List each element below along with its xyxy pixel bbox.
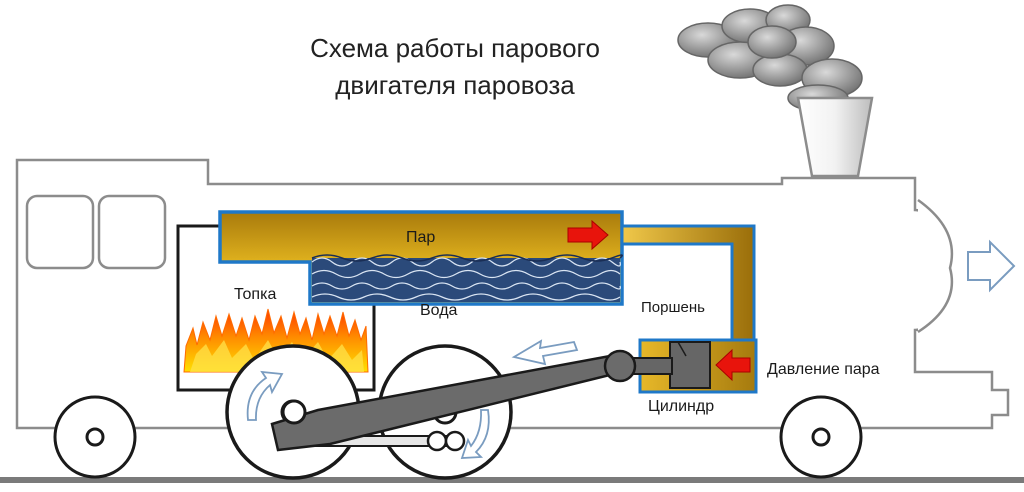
title-line-1: Схема работы парового [310, 33, 600, 63]
piston-pointer [677, 341, 687, 357]
water-surface [311, 254, 623, 262]
label-firebox: Топка [234, 286, 277, 303]
crank-pin [281, 399, 307, 425]
rear-wheel [779, 395, 863, 479]
crank-pin [426, 430, 448, 452]
water-waves [311, 257, 621, 301]
label-cylinder: Цилиндр [648, 398, 715, 415]
label-steam-pressure: Давление пара [767, 361, 880, 378]
front-wheel [53, 395, 137, 479]
diagram-title: Схема работы парового двигателя паровоза [270, 30, 640, 104]
pressure-arrow-icon [715, 348, 751, 382]
smokebox-door [917, 198, 954, 334]
boiler-water [312, 258, 620, 302]
steam-flow-arrow-icon [567, 219, 609, 251]
smoke-cloud-icon [677, 4, 863, 112]
crosshead [603, 349, 637, 383]
crank-pin [444, 430, 466, 452]
rotation-arrow-icon [460, 409, 490, 459]
label-water: Вода [420, 302, 458, 319]
piston [669, 341, 711, 389]
rail [0, 477, 1024, 483]
label-steam: Пар [406, 229, 436, 246]
motion-arrow-icon [511, 339, 579, 366]
label-piston: Поршень [641, 299, 705, 316]
chimney [796, 96, 874, 178]
cab-window-left [25, 194, 95, 270]
title-line-2: двигателя паровоза [335, 70, 575, 100]
rotation-arrow-icon [246, 370, 284, 421]
direction-arrow-icon [967, 239, 1016, 293]
cab-window-right [97, 194, 167, 270]
